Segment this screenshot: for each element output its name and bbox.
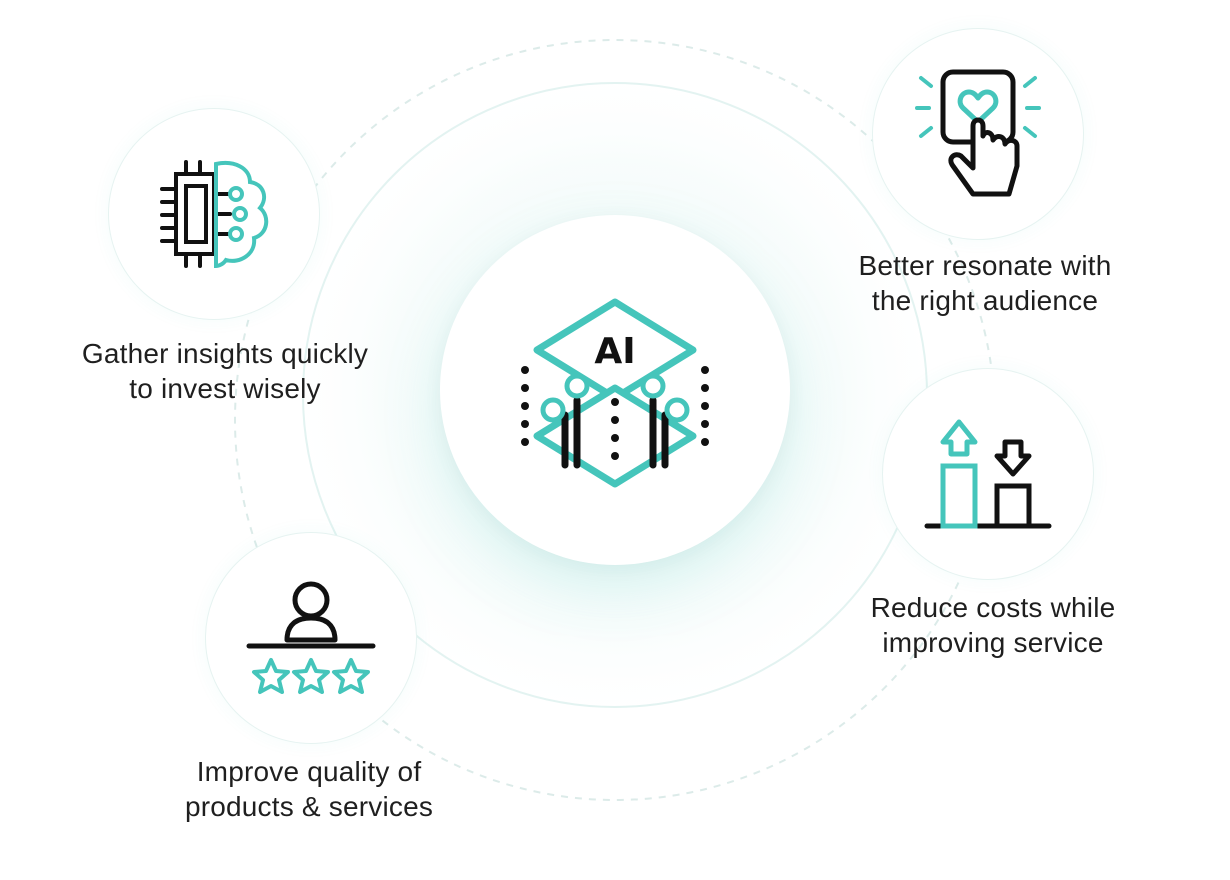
ai-cube-icon: AI (521, 298, 709, 488)
heart-tap-icon (915, 69, 1041, 197)
benefit-label-insights: Gather insights quickly to invest wisely (60, 336, 390, 406)
chip-brain-icon (160, 160, 269, 269)
bar-arrows-icon (924, 419, 1052, 529)
benefit-label-audience: Better resonate with the right audience (820, 248, 1150, 318)
benefit-line1: Gather insights quickly (81, 338, 369, 369)
benefit-line2: to invest wisely (129, 373, 321, 404)
benefit-line1: Reduce costs while (870, 592, 1116, 623)
ai-badge-text: AI (594, 331, 635, 372)
benefit-node-insights (108, 108, 320, 320)
benefit-label-quality: Improve quality of products & services (144, 754, 474, 824)
benefit-label-costs: Reduce costs while improving service (828, 590, 1158, 660)
benefit-line1: Improve quality of (196, 756, 422, 787)
user-stars-icon (246, 581, 376, 694)
center-ai-node: AI (440, 215, 790, 565)
benefit-line2: the right audience (871, 285, 1099, 316)
benefit-node-quality (205, 532, 417, 744)
benefit-line2: improving service (882, 627, 1104, 658)
benefit-line2: products & services (184, 791, 434, 822)
benefit-node-audience (872, 28, 1084, 240)
benefit-line1: Better resonate with (858, 250, 1112, 281)
benefit-node-costs (882, 368, 1094, 580)
